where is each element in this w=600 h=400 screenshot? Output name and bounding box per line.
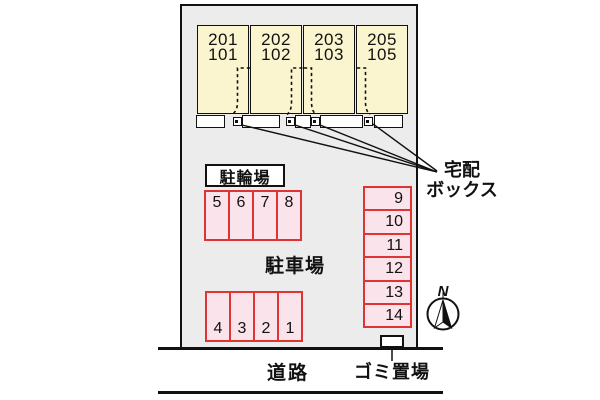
parking-stall: 14 (363, 302, 412, 329)
porch-step (295, 115, 311, 128)
unit-number-upper: 202 (261, 30, 291, 49)
unit-number: 201 101 (198, 30, 248, 64)
north-arrow-icon: N (426, 283, 460, 331)
porch-step (320, 115, 363, 128)
delivery-box-icon (286, 117, 295, 126)
unit-number-lower: 105 (367, 44, 397, 64)
unit-number-upper: 201 (208, 30, 238, 49)
parking-stalls-5-8: 5 6 7 8 (204, 190, 302, 241)
parking-stall: 2 (253, 291, 279, 342)
building-unit-205-105: 205 105 (356, 25, 408, 114)
building-unit-203-103: 203 103 (303, 25, 355, 114)
delivery-box-icon (311, 117, 320, 126)
parking-stalls-9-14: 9 10 11 12 13 14 (363, 186, 412, 329)
garbage-area-label: ゴミ置場 (354, 362, 430, 382)
parking-stall: 7 (252, 190, 278, 241)
parking-stall: 5 (204, 190, 230, 241)
parking-stall: 11 (363, 232, 412, 259)
compass-north-label: N (438, 283, 450, 300)
parking-stalls-4-1: 4 3 2 1 (205, 291, 303, 342)
unit-number-lower: 102 (261, 44, 291, 64)
building-unit-202-102: 202 102 (250, 25, 302, 114)
unit-number-upper: 205 (367, 30, 397, 49)
unit-number-lower: 101 (208, 44, 238, 64)
parking-stall: 6 (228, 190, 254, 241)
parking-stall: 1 (277, 291, 303, 342)
parking-stall: 13 (363, 279, 412, 305)
delivery-box-label: 宅配 ボックス (422, 160, 502, 200)
unit-number-lower: 103 (314, 44, 344, 64)
parking-stall: 3 (229, 291, 255, 342)
unit-number: 203 103 (304, 30, 354, 64)
porch-step (196, 115, 225, 128)
building-unit-201-101: 201 101 (197, 25, 249, 114)
delivery-box-icon (364, 117, 373, 126)
road-edge-line (158, 391, 443, 394)
parking-lot-label: 駐車場 (265, 256, 326, 277)
porch-step (242, 115, 280, 128)
parking-stall: 10 (363, 209, 412, 235)
bicycle-parking-label: 駐輪場 (205, 164, 285, 187)
garbage-box (380, 335, 404, 348)
parking-stall: 9 (363, 186, 412, 212)
delivery-box-label-line1: 宅配 (444, 160, 480, 180)
unit-number: 205 105 (357, 30, 407, 64)
porch-step (374, 115, 403, 128)
road-edge-line (158, 347, 443, 350)
road-label: 道路 (267, 363, 310, 384)
unit-number: 202 102 (251, 30, 301, 64)
delivery-box-label-line2: ボックス (426, 179, 498, 200)
parking-stall: 4 (205, 291, 231, 342)
parking-stall: 12 (363, 256, 412, 282)
unit-number-upper: 203 (314, 30, 344, 49)
delivery-box-icon (233, 117, 242, 126)
parking-stall: 8 (276, 190, 302, 241)
